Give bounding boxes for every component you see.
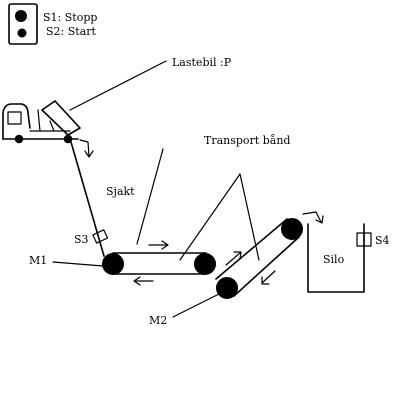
motor-m1-roller	[102, 253, 124, 275]
conveyor-m2-upper-belt	[215, 218, 288, 280]
motor-m2-roller	[216, 277, 238, 299]
sensor-s4-icon	[356, 232, 372, 247]
unload-arrow-icon	[79, 139, 94, 158]
unload-arrow-line	[79, 139, 90, 157]
silo-label: Silo	[323, 253, 345, 266]
truck-bed-support	[37, 109, 41, 132]
motor-m2-label: M2	[149, 314, 167, 327]
conveyor-m2-lower-arrow-head	[261, 276, 270, 285]
conveyor-m1-top-arrow-head	[161, 240, 169, 250]
s1-stop-label: S1: Stopp	[43, 11, 97, 24]
chute-leader-line	[136, 148, 164, 245]
stop-button-icon[interactable]	[15, 10, 27, 22]
sensor-s3-icon	[92, 229, 109, 244]
conveyor-m1-bottom-arrow-head	[133, 276, 141, 286]
silo-feed-arrow-head	[315, 215, 324, 224]
conveyor-m2-end-roller	[281, 218, 303, 240]
truck-bed	[41, 100, 81, 136]
sensor-s4-label: S4	[375, 234, 390, 247]
conveyor-leader-line-m1	[179, 173, 241, 261]
conveyor-m2-lower-arrow-line	[261, 270, 276, 284]
sensor-s3-box	[92, 229, 109, 244]
unload-arrow-head	[84, 150, 94, 158]
truck-window	[7, 111, 22, 125]
s2-start-label: S2: Start	[46, 25, 97, 38]
truck-rear-wheel	[63, 134, 73, 144]
conveyor-m2-upper-arrow-head	[233, 251, 242, 260]
motor-m1-leader-line	[52, 261, 104, 267]
conveyor-label: Transport bånd	[204, 134, 290, 147]
truck-icon	[2, 100, 81, 144]
truck-label: Lastebil :P	[172, 56, 232, 69]
control-panel: S1: Stopp S2: Start	[8, 3, 97, 45]
chute-label: Sjakt	[106, 185, 135, 198]
motor-m2-leader-line	[172, 293, 220, 318]
truck-bed-hinge	[49, 120, 55, 132]
truck-leader-line	[69, 60, 167, 111]
truck-cab	[2, 103, 31, 140]
sensor-s3-label: S3	[74, 233, 89, 246]
silo-container	[307, 223, 365, 293]
conveyor-leader-line-m2	[239, 173, 260, 261]
chute-line	[70, 141, 105, 257]
truck-front-wheel	[14, 134, 24, 144]
conveyor-m1	[102, 240, 216, 286]
control-panel-box	[8, 3, 38, 45]
conveyor-m2	[215, 218, 303, 299]
motor-m1-label: M1	[29, 254, 47, 267]
conveyor-m1-end-roller	[194, 253, 216, 275]
silo-feed-arrow-icon	[302, 211, 324, 224]
conveyor-m2-upper-arrow-line	[225, 252, 241, 266]
conveyor-m2-lower-belt	[233, 236, 300, 297]
silo-feed-arrow-line	[302, 211, 322, 223]
start-button-icon[interactable]	[17, 28, 27, 38]
